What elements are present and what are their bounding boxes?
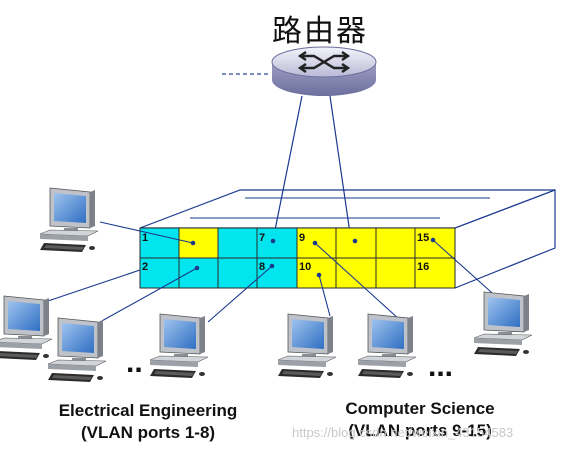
- pc-links: [44, 221, 501, 323]
- switch-side-outline: [454, 189, 556, 289]
- cs-group-title: Computer Science: [345, 399, 495, 418]
- port-grid: [139, 227, 456, 289]
- ee-group-ports: (VLAN ports 1-8): [80, 423, 216, 442]
- pc-icon-ee-left: [0, 295, 53, 361]
- watermark: https://blog.csdn.net/weixin_43154583: [292, 425, 514, 440]
- port-label-8: 8: [259, 261, 265, 273]
- port-label-15: 15: [417, 232, 429, 244]
- pc-icon-ee-right: [149, 313, 209, 379]
- cs-group-label: Computer Science (VLAN ports 9-15): [300, 398, 540, 442]
- pc-icon-ee-mid: [47, 317, 107, 383]
- pc-icon-cs-mid: [357, 313, 417, 379]
- router-link-ee: [272, 95, 303, 241]
- port-label-16: 16: [417, 261, 429, 273]
- ee-yellow-port: [179, 228, 218, 258]
- pc-icon-cs-right: [473, 291, 533, 357]
- port-label-7: 7: [259, 232, 265, 244]
- router: [222, 46, 377, 96]
- router-arrows-icon: [297, 51, 351, 73]
- switch: 1 7 9 15 2 8 10 16: [139, 189, 556, 289]
- cs-group-ports: (VLAN ports 9-15): [348, 421, 492, 440]
- port-label-2: 2: [142, 261, 148, 273]
- cs-ellipsis: ...: [428, 350, 453, 383]
- router-label: 路由器: [272, 14, 368, 49]
- ee-ellipsis: ..: [126, 346, 143, 379]
- pc-icon-ee-top: [39, 187, 99, 253]
- port-label-10: 10: [299, 261, 311, 273]
- port-label-1: 1: [142, 232, 148, 244]
- port-label-9: 9: [299, 232, 305, 244]
- ee-group-label: Electrical Engineering (VLAN ports 1-8): [28, 400, 268, 444]
- switch-top-outline: [139, 189, 556, 229]
- ee-group-title: Electrical Engineering: [58, 401, 238, 420]
- router-link-cs: [329, 95, 352, 241]
- pc-icon-cs-left: [277, 313, 337, 379]
